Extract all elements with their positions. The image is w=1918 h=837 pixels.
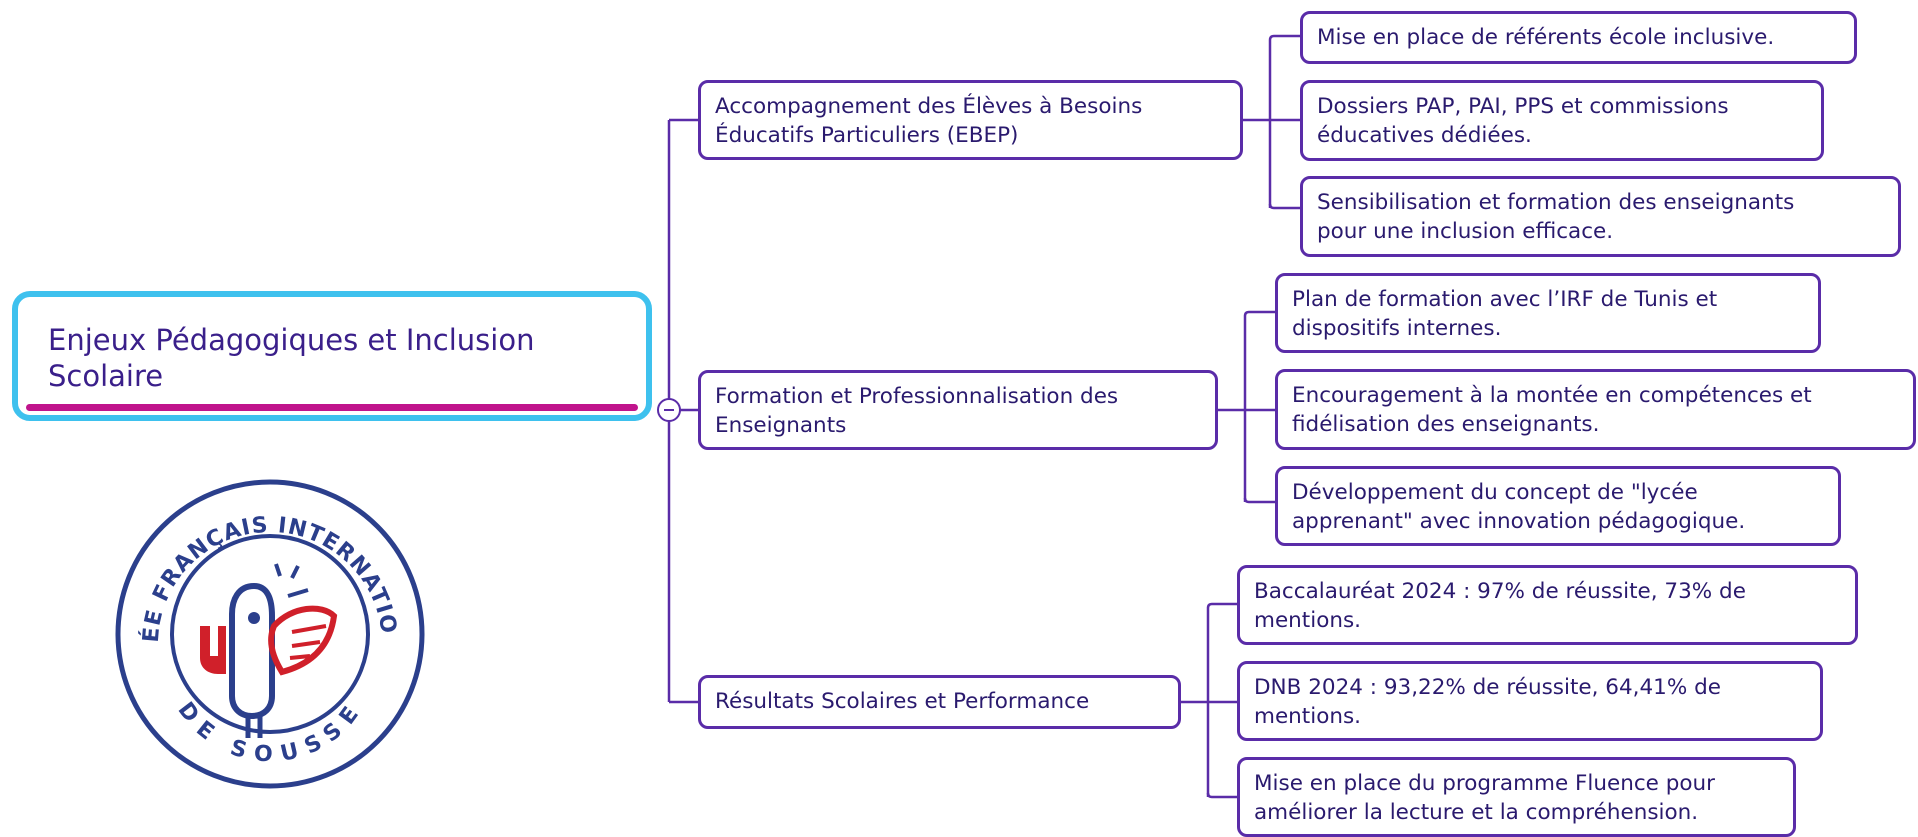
leaf-label: Encouragement à la montée en compétences… xyxy=(1292,383,1812,408)
branch-label: Accompagnement des Élèves à Besoins xyxy=(715,94,1143,119)
root-accent-bar xyxy=(26,404,638,411)
bird-icon xyxy=(200,563,338,738)
branch-ebep[interactable]: Accompagnement des Élèves à Besoins Éduc… xyxy=(698,80,1243,160)
leaf-label: mentions. xyxy=(1254,704,1362,729)
root-topic-title: Enjeux Pédagogiques et Inclusion Scolair… xyxy=(48,322,534,394)
root-topic-line: Scolaire xyxy=(48,359,164,393)
collapse-toggle[interactable] xyxy=(657,398,681,422)
leaf-formation-1[interactable]: Plan de formation avec l’IRF de Tunis et… xyxy=(1275,273,1821,353)
school-logo: LYCÉE FRANÇAIS INTERNATIONAL DE SOUSSE xyxy=(112,476,425,789)
leaf-formation-2[interactable]: Encouragement à la montée en compétences… xyxy=(1275,369,1916,450)
leaf-formation-3[interactable]: Développement du concept de "lycée appre… xyxy=(1275,466,1841,546)
branch-label: Formation et Professionnalisation des xyxy=(715,384,1119,409)
root-topic-line: Enjeux Pédagogiques et Inclusion xyxy=(48,323,535,357)
leaf-ebep-3[interactable]: Sensibilisation et formation des enseign… xyxy=(1300,176,1901,257)
leaf-label: Dossiers PAP, PAI, PPS et commissions xyxy=(1317,94,1729,119)
root-topic[interactable]: Enjeux Pédagogiques et Inclusion Scolair… xyxy=(12,291,652,421)
leaf-label: dispositifs internes. xyxy=(1292,316,1502,341)
leaf-resultats-1[interactable]: Baccalauréat 2024 : 97% de réussite, 73%… xyxy=(1237,565,1858,645)
leaf-label: pour une inclusion efficace. xyxy=(1317,219,1614,244)
leaf-label: fidélisation des enseignants. xyxy=(1292,412,1600,437)
leaf-label: améliorer la lecture et la compréhension… xyxy=(1254,800,1699,825)
leaf-label: mentions. xyxy=(1254,608,1362,633)
leaf-label: éducatives dédiées. xyxy=(1317,123,1532,148)
leaf-label: Sensibilisation et formation des enseign… xyxy=(1317,190,1795,215)
leaf-label: apprenant" avec innovation pédagogique. xyxy=(1292,509,1746,534)
leaf-label: Plan de formation avec l’IRF de Tunis et xyxy=(1292,287,1718,312)
leaf-ebep-2[interactable]: Dossiers PAP, PAI, PPS et commissions éd… xyxy=(1300,80,1824,161)
leaf-label: Baccalauréat 2024 : 97% de réussite, 73%… xyxy=(1254,579,1746,604)
leaf-label: Mise en place de référents école inclusi… xyxy=(1317,25,1775,50)
leaf-resultats-2[interactable]: DNB 2024 : 93,22% de réussite, 64,41% de… xyxy=(1237,661,1823,741)
branch-label: Enseignants xyxy=(715,413,847,438)
branch-label: Résultats Scolaires et Performance xyxy=(715,689,1090,714)
leaf-label: Mise en place du programme Fluence pour xyxy=(1254,771,1716,796)
leaf-ebep-1[interactable]: Mise en place de référents école inclusi… xyxy=(1300,11,1857,64)
branch-formation[interactable]: Formation et Professionnalisation des En… xyxy=(698,370,1218,450)
leaf-label: Développement du concept de "lycée xyxy=(1292,480,1698,505)
branch-resultats[interactable]: Résultats Scolaires et Performance xyxy=(698,675,1181,729)
leaf-resultats-3[interactable]: Mise en place du programme Fluence pour … xyxy=(1237,757,1796,837)
branch-label: Éducatifs Particuliers (EBEP) xyxy=(715,123,1019,148)
leaf-label: DNB 2024 : 93,22% de réussite, 64,41% de xyxy=(1254,675,1721,700)
